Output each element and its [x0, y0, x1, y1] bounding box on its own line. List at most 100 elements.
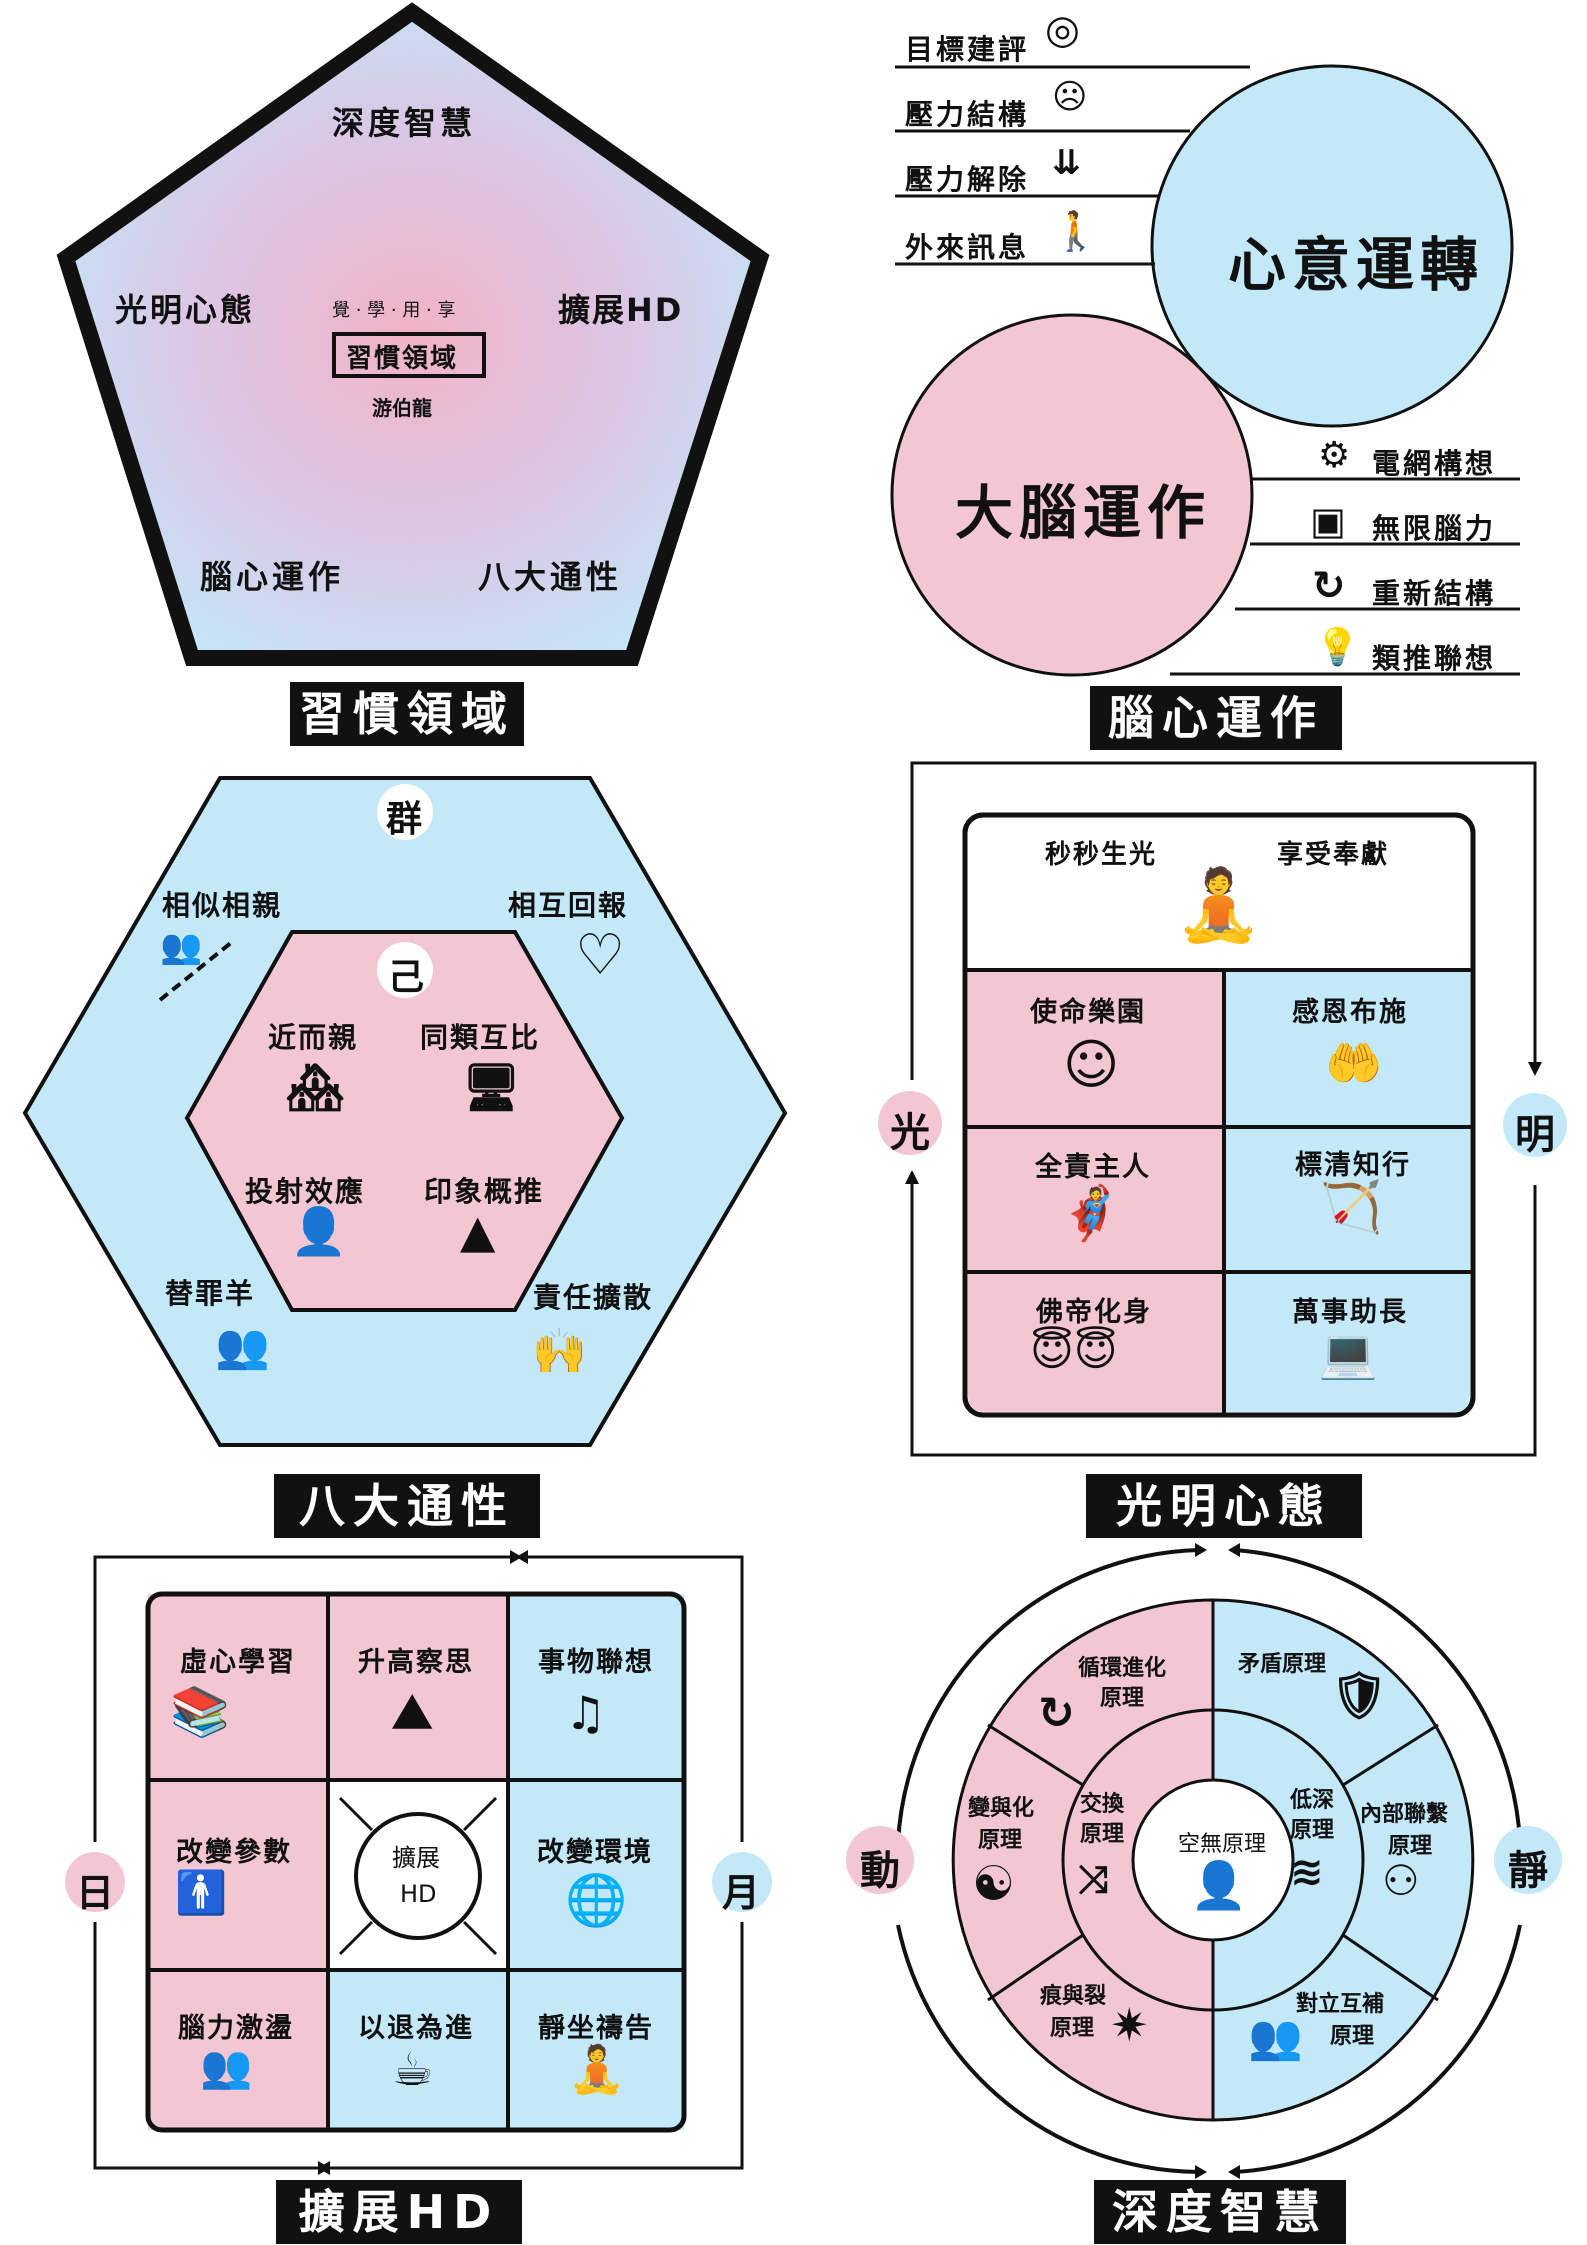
outer-trait-2: 相互回報	[508, 889, 629, 922]
mind-item-4: 外來訊息	[905, 231, 1030, 264]
laptop-worker-icon: 💻	[1318, 1326, 1378, 1382]
expand-arrows	[338, 1796, 498, 1956]
expand-cell-4: 改變參數	[176, 1837, 292, 1868]
habit-right-label: 擴展HD	[558, 291, 684, 329]
mind-lines	[895, 65, 1250, 266]
bright-cell-2: 感恩布施	[1292, 997, 1408, 1028]
habit-center-small: 覺 · 學 · 用 · 享	[332, 300, 456, 321]
wisdom-center: 空無原理	[1178, 1832, 1267, 1857]
meditate-icon: 🧘	[568, 2042, 626, 2096]
wisdom-inner-right: 低深	[1290, 1788, 1335, 1813]
sun-badge	[65, 1852, 125, 1912]
down-arrows-icon: ⇊	[1052, 143, 1081, 183]
sun-label: 日	[76, 1871, 115, 1915]
light-badge	[878, 1091, 942, 1155]
motion-label: 動	[860, 1848, 900, 1894]
wisdom-outer-right-3-sub: 原理	[1330, 2024, 1375, 2049]
handshake-heart-icon: ♡	[575, 923, 626, 988]
wisdom-outer-left-2-sub: 原理	[978, 1828, 1023, 1853]
meditation-icon: 🧘	[1175, 864, 1263, 946]
bulb-icon: 💡	[1315, 627, 1360, 668]
brain-lines	[1170, 477, 1520, 676]
wisdom-outer-arc	[896, 1548, 1201, 1843]
blame-people-icon: 👥	[215, 1321, 270, 1372]
traits-caption: 八大通性	[274, 1474, 540, 1538]
connections-icon: ⚇	[1382, 1856, 1420, 1905]
wisdom-outer-left-2: 變與化	[968, 1796, 1035, 1821]
expand-cell-9: 靜坐禱告	[538, 2013, 654, 2044]
music-notes-icon: ♫	[565, 1686, 607, 1740]
monitor-icon: 🖥	[462, 1060, 521, 1114]
brain-item-4: 類推聯想	[1372, 642, 1497, 675]
motion-badge	[846, 1826, 914, 1894]
bright-cell-5: 佛帝化身	[1036, 1297, 1152, 1328]
inner-trait-3: 投射效應	[245, 1175, 366, 1208]
bright-top-item-2: 享受奉獻	[1277, 840, 1390, 870]
two-heads-icon: 👥	[1248, 2012, 1303, 2063]
brainstorm-icon: 👥	[200, 2042, 253, 2091]
archer-icon: 🏹	[1320, 1178, 1383, 1236]
brain-circle	[890, 313, 1254, 677]
outer-trait-3: 替罪羊	[165, 1277, 256, 1310]
brain-item-2: 無限腦力	[1372, 512, 1497, 545]
moon-label: 月	[722, 1871, 761, 1915]
refresh-icon: ↻	[1312, 563, 1346, 609]
brain-item-3: 重新結構	[1372, 577, 1497, 610]
wisdom-outer-left-1-sub: 原理	[1100, 1686, 1145, 1711]
brain-item-1: 電網構想	[1372, 447, 1497, 480]
wisdom-outer-right-2-sub: 原理	[1388, 1834, 1433, 1859]
houses-icon: 🏘	[286, 1060, 345, 1114]
expand-cell-8: 以退為進	[358, 2013, 474, 2044]
light-label: 光	[890, 1110, 930, 1156]
inner-trait-1: 近而親	[268, 1021, 359, 1054]
mind-item-1: 目標建評	[905, 33, 1030, 66]
outer-trait-4: 責任擴散	[533, 1281, 654, 1314]
bright-frame	[910, 761, 1537, 1457]
group-badge	[377, 784, 433, 840]
self-label: 己	[388, 957, 425, 998]
chip-icon: ▣	[1310, 499, 1346, 543]
bright-badge	[1503, 1093, 1567, 1157]
expand-frame	[93, 1555, 744, 2170]
expand-grid-frame	[145, 1591, 687, 2133]
bright-label: 明	[1515, 1112, 1555, 1158]
inner-trait-2: 同類互比	[420, 1021, 541, 1054]
wisdom-outer-right-1: 矛盾原理	[1238, 1652, 1327, 1677]
mind-circle-label: 心意運轉	[1228, 231, 1485, 299]
habit-author: 游伯龍	[372, 396, 432, 420]
self-badge	[377, 942, 433, 998]
wisdom-caption: 深度智慧	[1094, 2180, 1346, 2244]
person-icon: 🚶	[1052, 209, 1100, 253]
network-icon: ⚙	[1318, 435, 1351, 476]
expand-center-circle	[354, 1812, 482, 1940]
coffee-icon: ☕	[392, 2042, 434, 2096]
mind-item-3: 壓力解除	[905, 163, 1030, 196]
wisdom-inner-right-sub: 原理	[1290, 1818, 1335, 1843]
faces-icon: 👤	[290, 1204, 348, 1258]
head-icon: 👤	[1190, 1858, 1248, 1912]
traits-inner-hexagon	[184, 930, 625, 1312]
bright-top-item-1: 秒秒生光	[1045, 840, 1158, 870]
expand-cell-7: 腦力激盪	[178, 2013, 294, 2044]
wisdom-outer-left-1: 循環進化	[1078, 1656, 1167, 1681]
outer-trait-1: 相似相親	[162, 889, 283, 922]
globe-icon: 🌐	[565, 1871, 628, 1929]
habit-center-box	[332, 332, 486, 378]
wisdom-outer-right-3: 對立互補	[1296, 1992, 1385, 2017]
still-badge	[1494, 1826, 1562, 1894]
yin-yang-icon: ☯	[972, 1856, 1016, 1912]
inner-trait-4: 印象概推	[424, 1175, 545, 1208]
mountain-icon: ⛰	[392, 1684, 433, 1740]
hero-icon: 🦸	[1058, 1184, 1123, 1244]
expand-center-hd: HD	[400, 1880, 437, 1908]
wisdom-inner-left: 交換	[1080, 1792, 1125, 1817]
target-icon: ◎	[1045, 7, 1080, 53]
moon-badge	[712, 1852, 772, 1912]
scale-people-icon: 🚹	[175, 1868, 228, 1917]
brain-caption: 腦心運作	[1090, 686, 1342, 750]
still-label: 靜	[1508, 1848, 1548, 1894]
expand-cell-2: 升高察思	[358, 1647, 474, 1678]
giving-hand-icon: 🤲	[1325, 1036, 1383, 1090]
shield-icon: 🛡	[1330, 1668, 1389, 1722]
expand-caption: 擴展HD	[276, 2180, 522, 2244]
